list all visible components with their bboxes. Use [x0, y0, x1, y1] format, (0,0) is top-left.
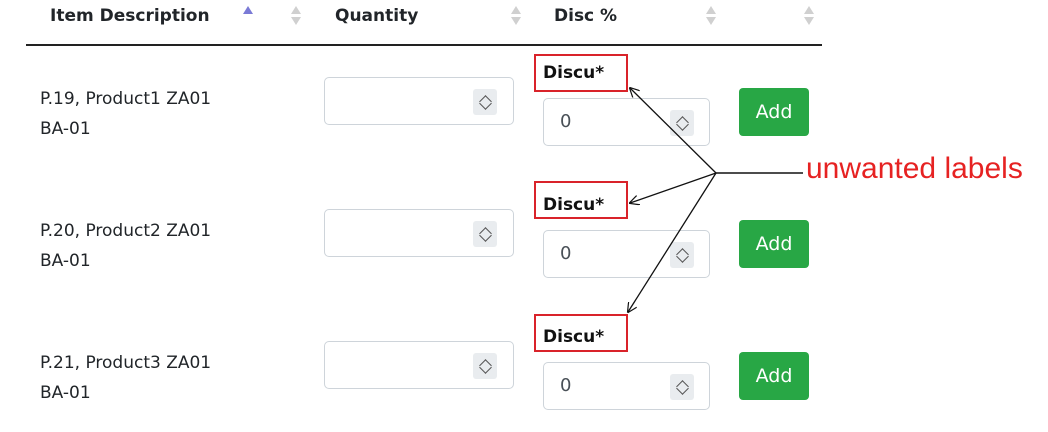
disc-field-label: Discu*	[543, 195, 605, 215]
highlight-box	[534, 54, 628, 92]
sort-icon[interactable]	[706, 6, 716, 26]
annotation-arrow	[628, 172, 717, 312]
sort-icon[interactable]	[291, 6, 301, 26]
column-header-item-description[interactable]: Item Description	[50, 6, 210, 26]
annotation-arrow	[630, 172, 717, 203]
discount-input[interactable]: 0	[543, 362, 710, 410]
add-button[interactable]: Add	[739, 352, 809, 400]
quantity-input[interactable]	[324, 77, 514, 125]
annotation-arrow	[630, 88, 717, 174]
add-button[interactable]: Add	[739, 220, 809, 268]
highlight-box	[534, 181, 628, 219]
item-description-line: P.19, Product1 ZA01	[40, 89, 212, 109]
item-description: P.20, Product2 ZA01 BA-01	[40, 216, 211, 276]
discount-value: 0	[560, 243, 572, 264]
add-button[interactable]: Add	[739, 88, 809, 136]
item-description-line: BA-01	[40, 251, 91, 271]
quantity-stepper-icon[interactable]	[473, 353, 497, 379]
quantity-input[interactable]	[324, 209, 514, 257]
sort-icon[interactable]	[804, 6, 814, 26]
discount-stepper-icon[interactable]	[670, 374, 694, 400]
quantity-stepper-icon[interactable]	[473, 221, 497, 247]
quantity-input[interactable]	[324, 341, 514, 389]
item-description: P.19, Product1 ZA01 BA-01	[40, 84, 211, 144]
item-description-line: P.20, Product2 ZA01	[40, 221, 212, 241]
column-header-quantity[interactable]: Quantity	[335, 6, 419, 26]
discount-input[interactable]: 0	[543, 230, 710, 278]
discount-value: 0	[560, 375, 572, 396]
column-header-disc-percent[interactable]: Disc %	[554, 6, 618, 26]
quantity-stepper-icon[interactable]	[473, 89, 497, 115]
highlight-box	[534, 314, 628, 352]
disc-field-label: Discu*	[543, 327, 605, 347]
discount-stepper-icon[interactable]	[670, 242, 694, 268]
item-description-line: BA-01	[40, 383, 91, 403]
item-description-line: P.21, Product3 ZA01	[40, 353, 212, 373]
sort-icon[interactable]	[511, 6, 521, 26]
disc-field-label: Discu*	[543, 63, 605, 83]
sort-ascending-icon[interactable]	[243, 6, 253, 26]
discount-input[interactable]: 0	[543, 98, 710, 146]
item-description-line: BA-01	[40, 119, 91, 139]
item-description: P.21, Product3 ZA01 BA-01	[40, 348, 211, 408]
annotation-label: unwanted labels	[806, 152, 1023, 185]
header-divider	[26, 44, 822, 46]
discount-value: 0	[560, 111, 572, 132]
